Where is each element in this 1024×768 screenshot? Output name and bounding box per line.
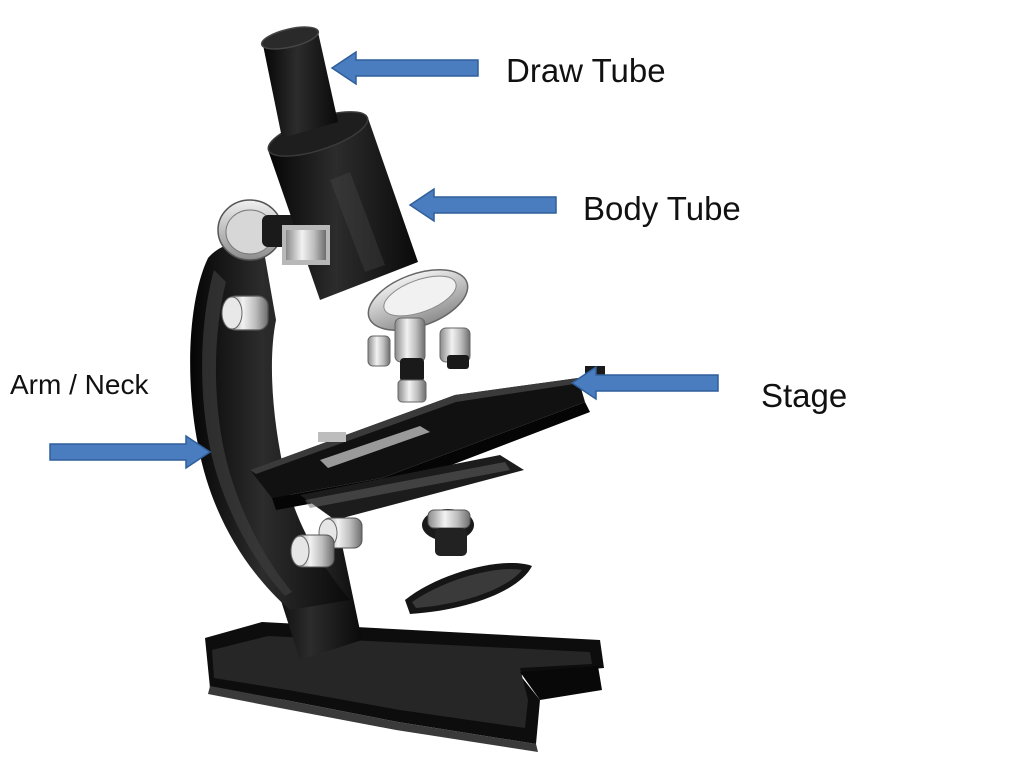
label-body-tube: Body Tube	[583, 190, 741, 227]
stage-illustration	[250, 366, 605, 510]
condenser	[300, 455, 524, 556]
arrow-stage	[570, 365, 719, 401]
arrow-draw-tube	[330, 50, 479, 86]
label-arm-neck: Arm / Neck	[10, 369, 149, 400]
objective-lenses	[367, 317, 471, 403]
body-tube-illustration	[267, 111, 418, 300]
microscope-base	[205, 622, 604, 752]
revolving-nosepiece	[367, 269, 469, 331]
label-stage: Stage	[761, 377, 848, 414]
arrow-arm-neck	[49, 434, 212, 470]
mirror	[405, 563, 532, 614]
label-draw-tube: Draw Tube	[506, 52, 666, 89]
fine-adjustment-knob	[221, 295, 269, 331]
arrow-body-tube	[408, 187, 557, 223]
stage-adjustment-knobs	[290, 517, 363, 568]
arm-neck	[190, 239, 350, 610]
draw-tube-illustration	[260, 26, 338, 138]
